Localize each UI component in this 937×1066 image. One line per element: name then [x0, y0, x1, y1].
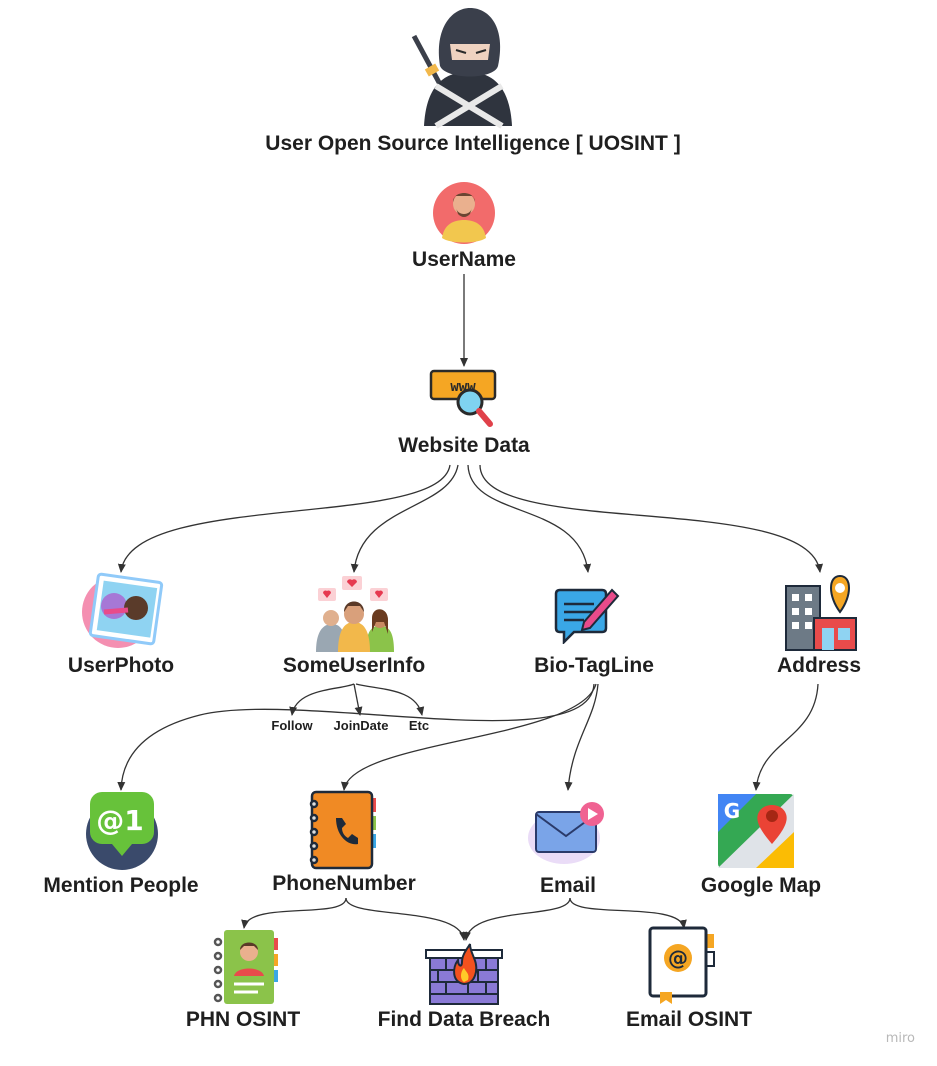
- edge-info-follow: [289, 683, 355, 716]
- edge-info-joindate: [353, 683, 363, 716]
- building-location-icon: [785, 574, 857, 651]
- edge-phone-phn: [241, 897, 347, 929]
- svg-text:@: @: [668, 946, 688, 970]
- edge-bio-mention: [117, 683, 595, 791]
- node-etc: Etc: [408, 718, 430, 733]
- www-search-icon: www: [429, 369, 497, 427]
- mention-chat-icon: @1: [86, 792, 158, 870]
- edge-bio-email: [564, 683, 599, 791]
- user-avatar-icon: [433, 182, 495, 244]
- node-find-data-breach: Find Data Breach: [377, 1008, 551, 1031]
- node-phone-number: PhoneNumber: [272, 872, 416, 895]
- envelope-icon: [528, 802, 604, 864]
- node-website-data: Website Data: [398, 434, 530, 457]
- edge-email-breach: [462, 897, 571, 941]
- edge-website-userphoto: [117, 464, 451, 573]
- ninja-icon: [411, 8, 512, 129]
- node-user-photo: UserPhoto: [67, 654, 175, 677]
- svg-text:@1: @1: [96, 804, 143, 837]
- firewall-icon: [425, 943, 503, 1005]
- edge-address-googlemap: [752, 683, 819, 791]
- node-email: Email: [539, 874, 597, 897]
- node-address: Address: [776, 654, 862, 677]
- edge-website-someuserinfo: [350, 464, 459, 573]
- node-follow: Follow: [271, 718, 313, 733]
- node-google-map: Google Map: [700, 874, 822, 897]
- phone-book-icon: [309, 790, 376, 870]
- watermark: miro: [885, 1031, 915, 1046]
- edge-info-etc: [355, 683, 425, 716]
- google-maps-icon: G: [718, 794, 794, 868]
- edge-bio-phone: [341, 683, 597, 791]
- people-hearts-icon: [316, 576, 394, 652]
- email-book-icon: @: [648, 926, 715, 1004]
- svg-text:G: G: [724, 799, 740, 823]
- edge-website-address: [479, 464, 823, 573]
- node-username: UserName: [412, 248, 516, 271]
- node-join-date: JoinDate: [333, 718, 389, 733]
- photo-icon: [82, 572, 164, 648]
- node-bio-tagline: Bio-TagLine: [534, 654, 654, 677]
- node-mention-people: Mention People: [43, 874, 199, 897]
- node-phn-osint: PHN OSINT: [185, 1008, 301, 1031]
- node-some-user-info: SomeUserInfo: [282, 654, 426, 677]
- edit-message-icon: [554, 588, 620, 644]
- diagram-title: User Open Source Intelligence [ UOSINT ]: [265, 132, 681, 155]
- edge-phone-breach: [345, 897, 468, 941]
- contact-book-icon: [213, 930, 278, 1004]
- edge-website-bio: [467, 464, 592, 573]
- edge-email-emailosint: [569, 897, 687, 929]
- node-email-osint: Email OSINT: [625, 1008, 753, 1031]
